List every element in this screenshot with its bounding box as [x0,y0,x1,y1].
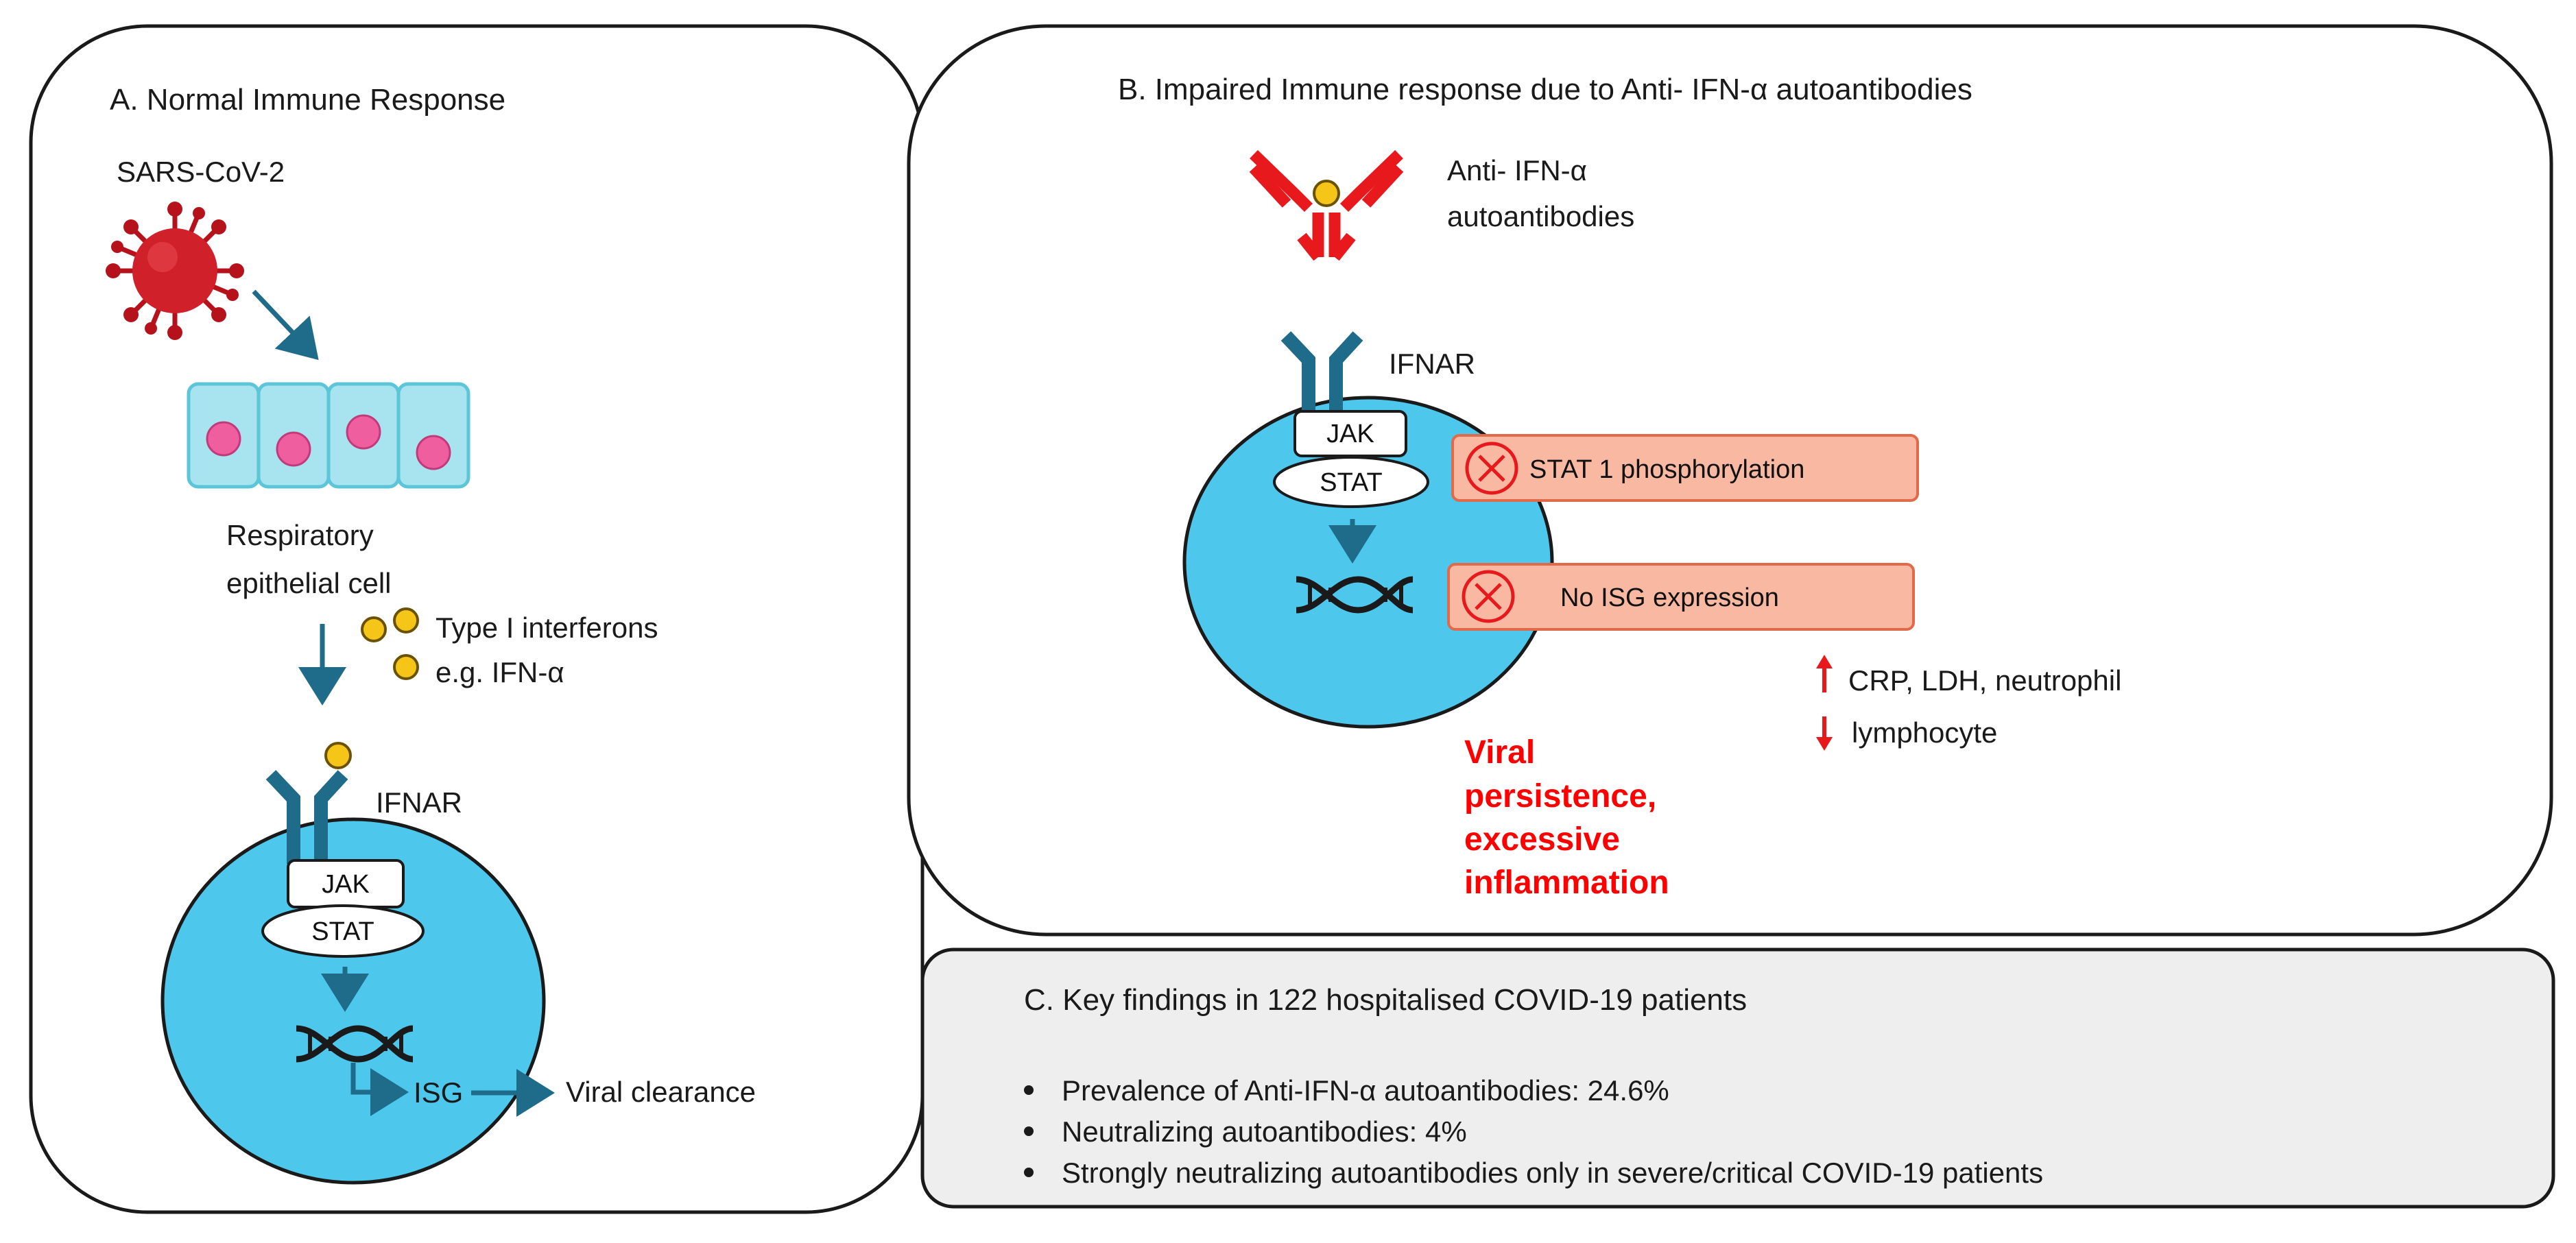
ifn-label-line1: Type I interferons [436,612,658,644]
finding-item-2: Neutralizing autoantibodies: 4% [1062,1115,1467,1148]
stat-label-a: STAT [311,917,374,946]
jak-box-b [1293,410,1407,457]
ifnar-receptor-b-icon [1280,331,1363,425]
panel-a: A. Normal Immune Response [29,24,925,1214]
ifnar-label-a: IFNAR [376,786,462,819]
panel-a-title: A. Normal Immune Response [110,83,505,117]
virus-label: SARS-CoV-2 [117,156,285,188]
bullet-icon [1024,1168,1034,1177]
outcome-b-line4: inflammation [1464,865,1669,901]
inhibition-box-isg [1447,563,1915,631]
panel-b-title: B. Impaired Immune response due to Anti-… [1118,73,1972,106]
finding-item-1: Prevalence of Anti-IFN-α autoantibodies:… [1062,1074,1669,1107]
ifnar-label-b: IFNAR [1389,348,1475,380]
marker-up-label: CRP, LDH, neutrophil [1848,664,2121,697]
finding-item-3: Strongly neutralizing autoantibodies onl… [1062,1157,2043,1189]
type-i-interferon-molecules-icon [361,607,419,680]
respiratory-epithelial-cells-icon [187,382,470,489]
inhibition-label-stat1: STAT 1 phosphorylation [1529,455,1804,484]
panel-b: B. Impaired Immune response due to Anti-… [907,24,2553,937]
jak-label-b: JAK [1326,420,1374,448]
dna-icon-a [296,1025,414,1063]
anti-ifn-autoantibody-icon [1249,149,1404,261]
ifn-label-line2: e.g. IFN-α [436,656,564,688]
outcome-b-line1: Viral [1464,734,1535,771]
block-x-icon-2 [1462,570,1515,623]
panel-c-border [920,948,2555,1209]
panel-c-title: C. Key findings in 122 hospitalised COVI… [1024,983,1747,1017]
epithelial-label-line1: Respiratory [226,519,374,551]
arrow-dna-to-isg [350,1063,409,1116]
sars-cov-2-virus-icon [106,202,244,340]
isg-label-a: ISG [414,1076,463,1109]
bullet-icon [1024,1126,1034,1136]
bullet-icon [1024,1085,1034,1095]
dna-icon-b [1296,576,1414,614]
panel-c: C. Key findings in 122 hospitalised COVI… [920,948,2555,1209]
jak-label-a: JAK [322,870,370,899]
inhibition-box-stat1 [1451,434,1919,502]
findings-list: Prevalence of Anti-IFN-α autoantibodies:… [1024,1074,2043,1189]
ifn-alpha-ligand-b-icon [1313,180,1340,207]
outcome-viral-clearance: Viral clearance [566,1076,756,1108]
outcome-b-line2: persistence, [1464,778,1656,814]
down-arrow-icon [1816,716,1833,751]
stat-ellipse-a [261,904,425,958]
marker-down-label: lymphocyte [1852,716,1997,749]
ifnar-receptor-a-icon [265,770,348,864]
antibody-label-line1: Anti- IFN-α [1447,154,1587,186]
inhibition-label-isg: No ISG expression [1560,583,1779,612]
stat-ellipse-b [1273,456,1429,508]
epithelial-label-line2: epithelial cell [226,567,391,599]
block-x-icon-1 [1465,442,1518,495]
bound-ifn-ligand-a-icon [324,742,352,769]
antibody-label-line2: autoantibodies [1447,200,1634,232]
outcome-b-line3: excessive [1464,821,1620,858]
up-arrow-icon [1816,655,1833,692]
arrow-virus-to-epithelium [252,289,319,361]
stat-label-b: STAT [1320,468,1382,497]
